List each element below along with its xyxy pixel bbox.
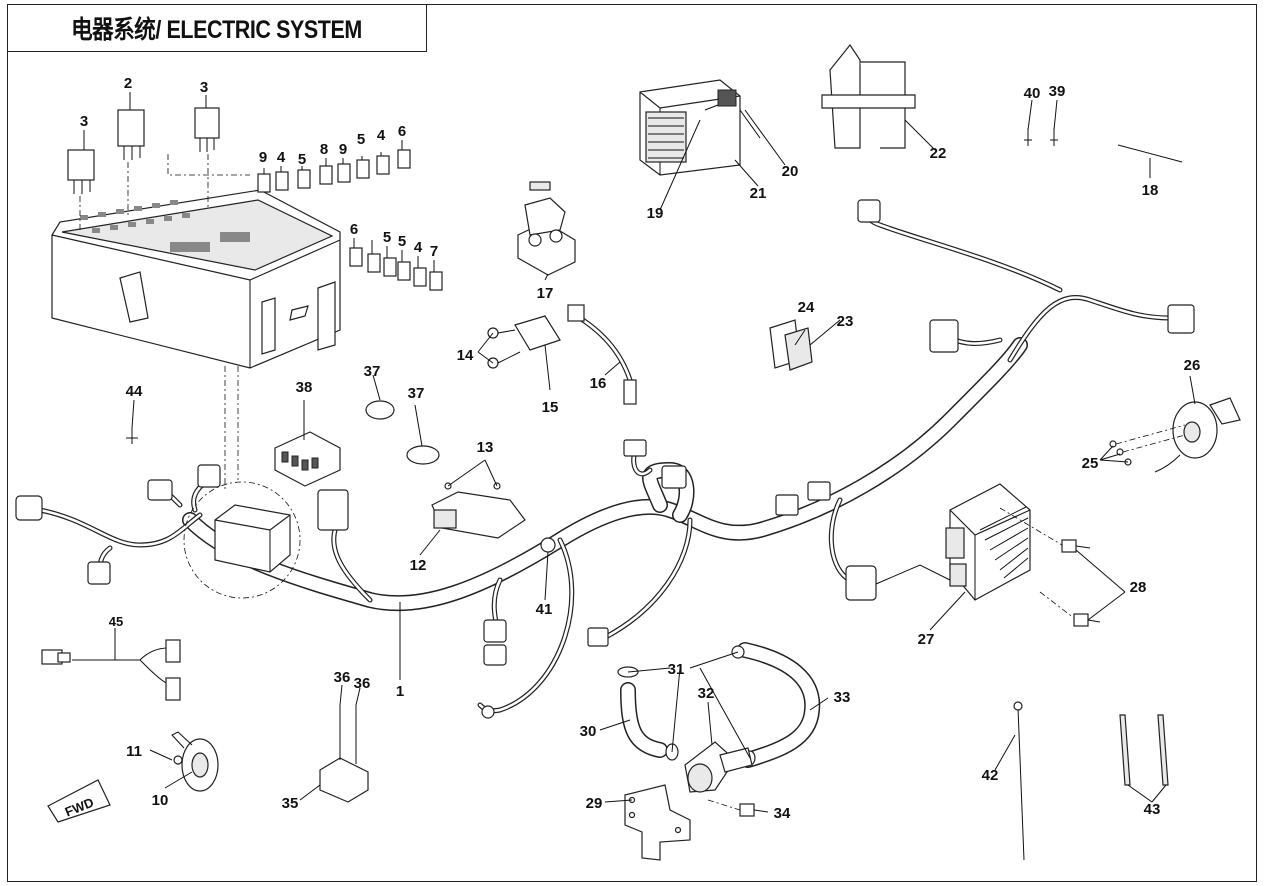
- callout-4c: 4: [414, 239, 423, 256]
- callout-5a: 5: [298, 151, 306, 168]
- callout-8: 8: [320, 141, 328, 158]
- title-block: 电器系统/ ELECTRIC SYSTEM: [7, 4, 427, 52]
- callout-20: 20: [782, 163, 799, 180]
- callout-37a: 37: [364, 363, 381, 380]
- callout-6b: 6: [350, 221, 358, 238]
- callout-17: 17: [537, 285, 554, 302]
- callout-12: 12: [410, 557, 427, 574]
- callout-5b: 5: [357, 131, 365, 148]
- sensor-assembly: [487, 304, 637, 405]
- bracket-29: [624, 784, 691, 861]
- starter-relay-17: [517, 181, 576, 276]
- callout-21: 21: [750, 185, 767, 202]
- callout-4b: 4: [377, 127, 386, 144]
- callout-26: 26: [1184, 357, 1201, 374]
- callout-18: 18: [1142, 182, 1159, 199]
- drawing-frame: [7, 4, 1257, 882]
- callout-7: 7: [430, 243, 438, 260]
- stator-26: [1109, 397, 1241, 473]
- callout-41: 41: [536, 601, 553, 618]
- relay-2: [117, 109, 145, 160]
- callout-29: 29: [586, 795, 603, 812]
- bolts-28: [999, 507, 1101, 627]
- callout-31: 31: [668, 661, 685, 678]
- callout-5c: 5: [383, 229, 391, 246]
- callout-14: 14: [457, 347, 474, 364]
- callout-27: 27: [918, 631, 935, 648]
- callout-11: 11: [126, 743, 142, 760]
- callout-37b: 37: [408, 385, 425, 402]
- callout-25: 25: [1082, 455, 1099, 472]
- callout-36a: 36: [334, 669, 351, 686]
- module-38: [274, 431, 341, 487]
- callout-45: 45: [109, 614, 123, 629]
- harness-connectors: [15, 199, 1195, 719]
- callout-6a: 6: [398, 123, 406, 140]
- callout-44: 44: [126, 383, 143, 400]
- callout-1: 1: [396, 683, 404, 700]
- callout-22: 22: [930, 145, 947, 162]
- callout-36b: 36: [354, 675, 371, 692]
- callout-30: 30: [580, 723, 597, 740]
- bracket-35: [319, 705, 369, 803]
- bolt-34: [707, 799, 755, 817]
- callout-24: 24: [798, 299, 815, 316]
- callout-2: 2: [124, 75, 132, 92]
- regulator-27: [875, 483, 1031, 601]
- callout-43: 43: [1144, 801, 1161, 818]
- sub-harness-45: [41, 639, 181, 701]
- callout-28: 28: [1130, 579, 1147, 596]
- relay-3-right: [194, 107, 220, 152]
- pins-39-40: [1024, 128, 1058, 146]
- fuse-row-lower: [349, 247, 443, 291]
- horn-10: [171, 731, 219, 792]
- callout-16: 16: [590, 375, 607, 392]
- page-title: 电器系统/ ELECTRIC SYSTEM: [71, 15, 362, 44]
- cable-ties: [1013, 701, 1169, 861]
- callout-10: 10: [152, 792, 169, 809]
- fuse-row-upper: [257, 149, 411, 193]
- water-pump-32: [684, 741, 753, 793]
- callout-4a: 4: [277, 149, 286, 166]
- callout-5d: 5: [398, 233, 406, 250]
- callout-33: 33: [834, 689, 851, 706]
- main-wiring-harness: [37, 207, 1173, 714]
- callout-42: 42: [982, 767, 999, 784]
- callout-3b: 3: [200, 79, 208, 96]
- callout-9a: 9: [259, 149, 267, 166]
- callout-15: 15: [542, 399, 559, 416]
- leader-lines: [83, 92, 1196, 813]
- callout-9b: 9: [339, 141, 347, 158]
- fuse-box-on-harness: [183, 481, 301, 599]
- callout-32: 32: [698, 685, 715, 702]
- rod-18: [1117, 144, 1183, 163]
- relay-3-left: [67, 149, 95, 194]
- ecu-12: [431, 482, 526, 539]
- pin-44: [126, 428, 138, 444]
- callout-13: 13: [477, 439, 494, 456]
- callout-38: 38: [296, 379, 313, 396]
- callout-39: 39: [1049, 83, 1066, 100]
- callout-34: 34: [774, 805, 791, 822]
- callout-19: 19: [647, 205, 664, 222]
- connectors-23-24: [769, 319, 813, 371]
- callout-23: 23: [837, 313, 854, 330]
- callout-35: 35: [282, 795, 299, 812]
- callout-3a: 3: [80, 113, 88, 130]
- fwd-arrow-icon: FWD: [47, 779, 111, 823]
- callout-labels: 1 2 3 3 4 4 4 5 5 5 5 6 6 7 8 9 9 10 11 …: [80, 75, 1201, 822]
- clamps-37: [365, 400, 440, 465]
- battery-assembly: [639, 79, 761, 176]
- fuse-box-assembly: [51, 189, 341, 369]
- bracket-22: [821, 43, 916, 149]
- callout-40: 40: [1024, 85, 1041, 102]
